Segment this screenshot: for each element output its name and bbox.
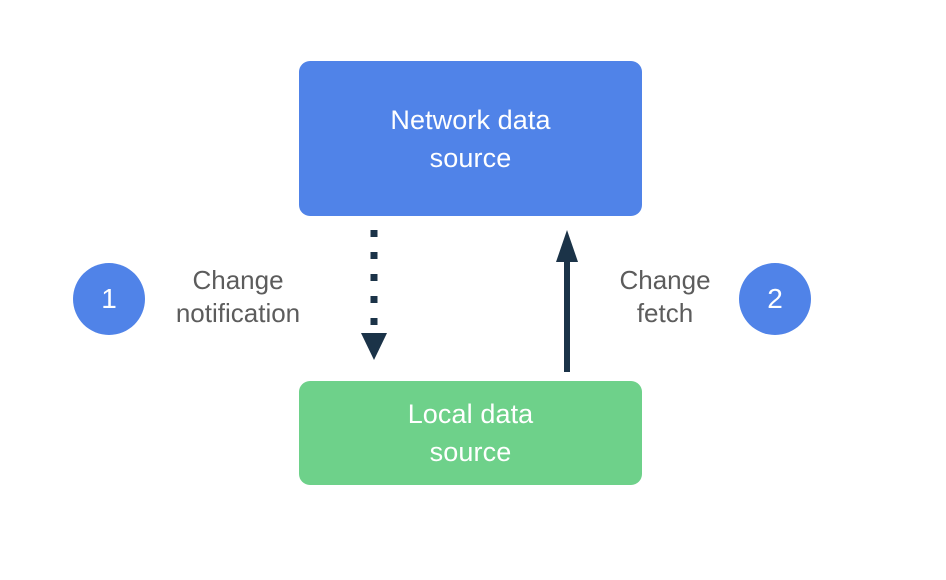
step-badge-1-number: 1: [101, 283, 117, 314]
node-local-data-source-label: Local data source: [407, 399, 534, 467]
step-badge-1[interactable]: 1: [73, 263, 145, 335]
step-badge-2-number: 2: [767, 283, 783, 314]
change-fetch-arrow-icon: [556, 230, 578, 372]
node-network-data-source[interactable]: Network data source: [299, 61, 642, 216]
node-local-data-source[interactable]: Local data source: [299, 381, 642, 485]
step-badge-2[interactable]: 2: [739, 263, 811, 335]
edge-label-change-notification: Change notification: [175, 265, 301, 328]
node-network-data-source-label: Network data source: [390, 104, 551, 173]
edge-label-change-fetch: Change fetch: [619, 265, 711, 328]
change-notification-arrow-icon: [361, 230, 387, 360]
